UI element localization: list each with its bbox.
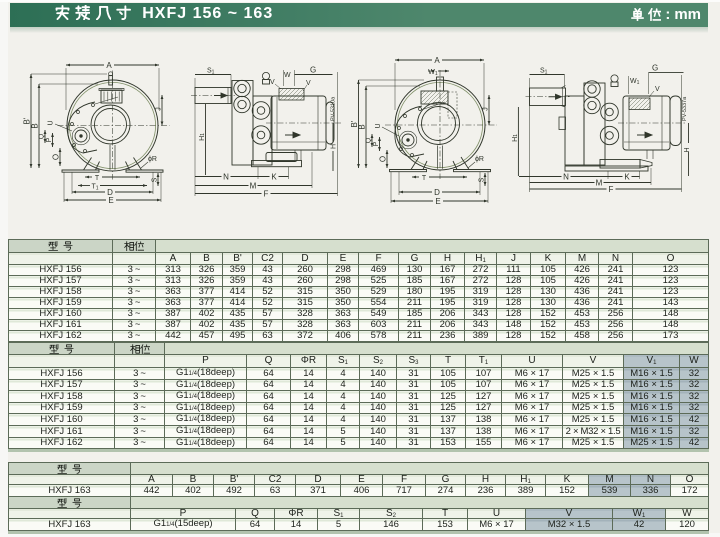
svg-text:U: U — [48, 120, 55, 125]
svg-text:V: V — [655, 86, 660, 93]
svg-text:B: B — [358, 124, 367, 129]
svg-text:E: E — [435, 197, 440, 206]
svg-text:S: S — [479, 177, 486, 182]
svg-text:S: S — [152, 177, 159, 182]
svg-text:N: N — [563, 173, 569, 182]
svg-text:S1: S1 — [207, 68, 215, 76]
svg-text:J: J — [483, 107, 490, 111]
svg-text:B': B' — [350, 120, 359, 127]
svg-text:Q: Q — [39, 133, 46, 139]
svg-text:A: A — [434, 56, 440, 65]
svg-text:Q: Q — [366, 137, 373, 143]
svg-text:P: P — [46, 137, 53, 142]
svg-text:O: O — [52, 154, 61, 160]
svg-text:W: W — [284, 72, 291, 79]
svg-text:G: G — [310, 66, 316, 75]
svg-text:H1: H1 — [512, 134, 519, 142]
svg-text:T1: T1 — [91, 183, 98, 191]
svg-text:ϕR: ϕR — [475, 156, 484, 163]
svg-text:D: D — [107, 188, 113, 197]
svg-text:T: T — [422, 175, 427, 182]
svg-text:S1: S1 — [540, 68, 548, 76]
svg-text:B: B — [31, 123, 40, 128]
svg-text:M: M — [596, 179, 603, 188]
svg-text:B': B' — [23, 117, 32, 124]
svg-text:H: H — [331, 144, 338, 149]
svg-text:F: F — [264, 190, 269, 199]
svg-text:K: K — [624, 173, 630, 182]
svg-text:D: D — [434, 188, 440, 197]
svg-text:T: T — [95, 175, 100, 182]
svg-text:A: A — [106, 61, 112, 70]
svg-text:H: H — [684, 147, 691, 152]
svg-text:V: V — [270, 79, 275, 86]
svg-text:E: E — [108, 196, 113, 205]
svg-text:PV-5310a: PV-5310a — [330, 96, 336, 121]
svg-text:W1: W1 — [428, 69, 438, 77]
svg-text:F: F — [609, 185, 614, 194]
svg-text:ϕR: ϕR — [148, 156, 157, 163]
svg-text:V: V — [306, 80, 311, 87]
svg-text:M: M — [250, 182, 257, 191]
svg-text:PV-5337a: PV-5337a — [682, 96, 688, 121]
svg-text:W1: W1 — [630, 78, 640, 86]
svg-text:N: N — [223, 173, 229, 182]
svg-text:U: U — [375, 123, 382, 128]
svg-text:O: O — [379, 156, 388, 162]
svg-text:H1: H1 — [199, 133, 206, 141]
svg-text:G: G — [652, 64, 658, 73]
svg-text:K: K — [271, 173, 277, 182]
svg-text:P: P — [373, 141, 380, 146]
